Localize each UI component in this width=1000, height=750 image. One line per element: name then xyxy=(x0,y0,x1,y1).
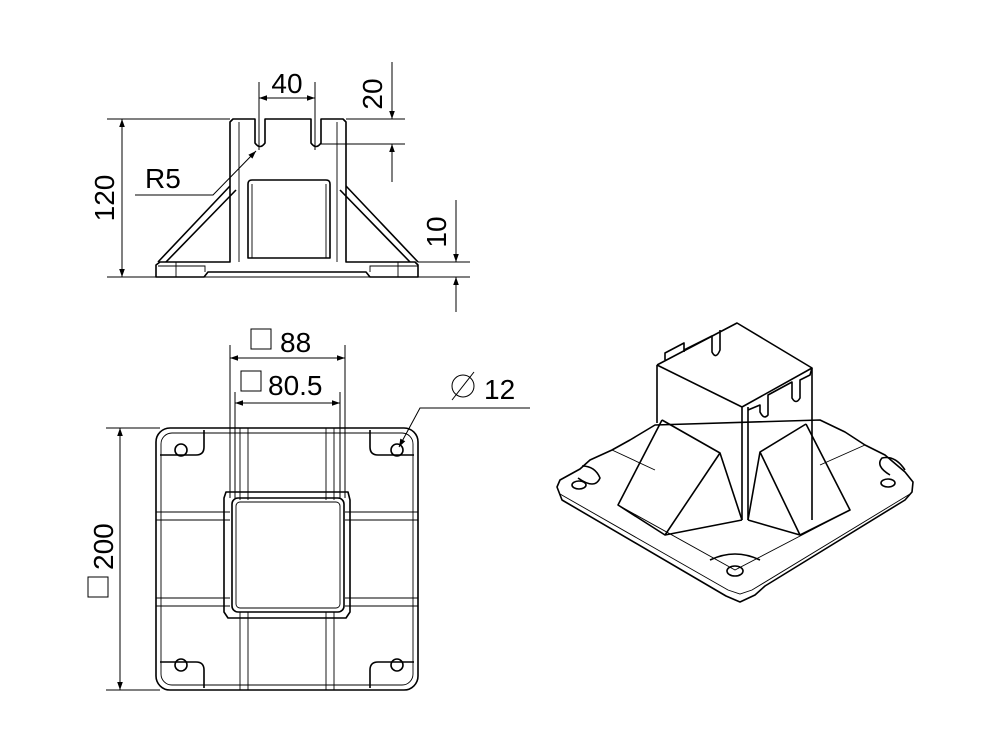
mount-hole xyxy=(174,443,188,457)
dim-base-thickness: 10 xyxy=(421,216,452,247)
front-view-dimensions: 40 20 120 R5 10 xyxy=(89,62,470,312)
dim-height: 120 xyxy=(89,175,120,222)
dim-slot-width: 40 xyxy=(271,68,302,99)
front-view xyxy=(155,118,419,278)
dim-hole: 12 xyxy=(484,374,515,405)
dim-outer-post: 88 xyxy=(280,327,311,358)
dim-inner-post: 80.5 xyxy=(268,370,323,401)
isometric-view xyxy=(556,322,914,603)
dim-slot-depth: 20 xyxy=(357,78,388,109)
mount-hole xyxy=(390,443,404,457)
top-view xyxy=(155,427,419,691)
mount-hole xyxy=(390,658,404,672)
mount-hole xyxy=(174,658,188,672)
dim-base-size: 200 xyxy=(88,523,119,570)
top-view-dimensions: 88 80.5 200 12 xyxy=(87,327,530,691)
dim-radius: R5 xyxy=(145,163,181,194)
